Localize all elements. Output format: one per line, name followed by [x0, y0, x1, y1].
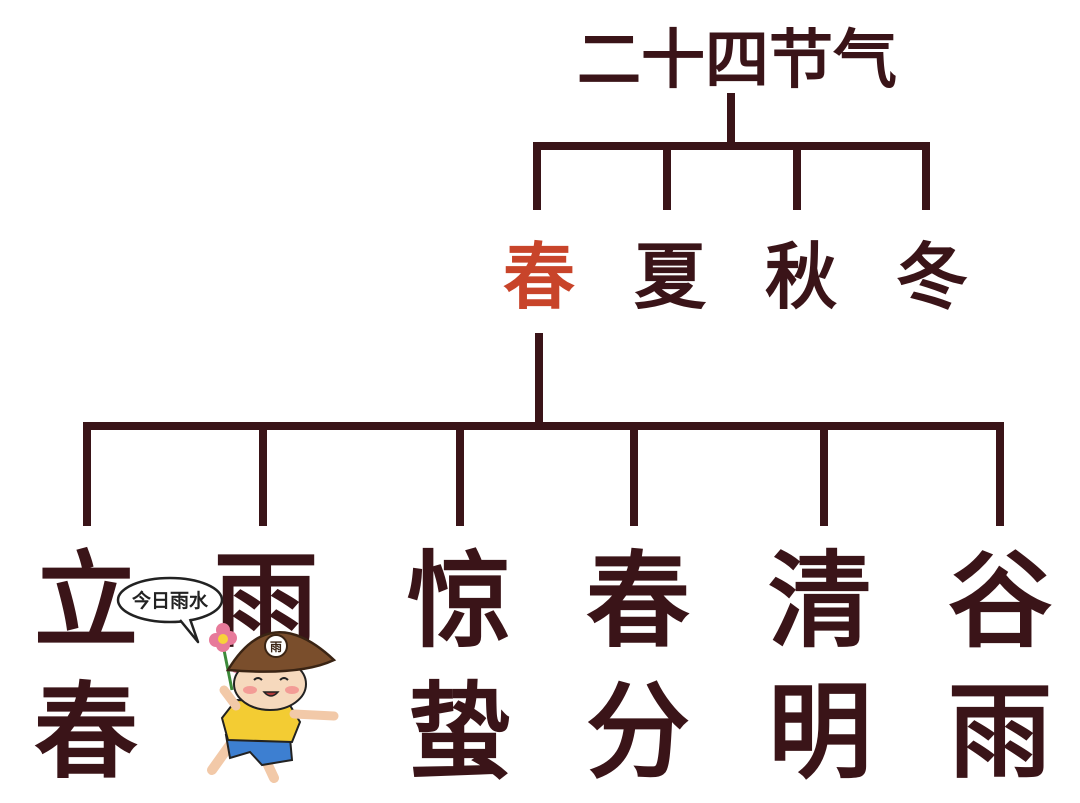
- term-char-bottom: 蛰: [407, 671, 511, 793]
- hat-label: 雨: [270, 640, 282, 654]
- term-chunfen: 春 分: [586, 540, 690, 793]
- term-char-bottom: 分: [586, 671, 690, 793]
- season-winter: 冬: [896, 235, 968, 319]
- title-to-seasons-connector: [533, 93, 930, 210]
- term-char-bottom: 雨: [948, 671, 1052, 793]
- speech-bubble-text: 今日雨水: [131, 589, 209, 612]
- season-summer: 夏: [634, 235, 707, 319]
- seasons-row: 春 夏 秋 冬: [503, 235, 968, 319]
- term-char-top: 惊: [407, 540, 511, 662]
- season-spring: 春: [503, 235, 575, 319]
- season-autumn: 秋: [765, 235, 837, 319]
- speech-bubble: 今日雨水: [116, 576, 224, 644]
- term-lichun: 立 春: [34, 540, 138, 793]
- term-char-bottom: 明: [768, 671, 872, 793]
- term-jingzhe: 惊 蛰: [407, 540, 511, 793]
- term-char-top: 谷: [948, 540, 1052, 662]
- term-char-bottom: 春: [34, 671, 138, 793]
- mascot-arms: [219, 685, 339, 721]
- mascot-hat: 雨: [225, 631, 337, 673]
- term-guyu: 谷 雨: [948, 540, 1052, 793]
- spring-to-terms-connector: [83, 333, 1004, 526]
- mascot-illustration: 今日雨水 雨: [116, 576, 343, 800]
- term-char-top: 春: [586, 540, 690, 662]
- term-char-top: 清: [768, 540, 872, 662]
- term-qingming: 清 明: [768, 540, 872, 793]
- diagram-title: 二十四节气: [577, 24, 897, 98]
